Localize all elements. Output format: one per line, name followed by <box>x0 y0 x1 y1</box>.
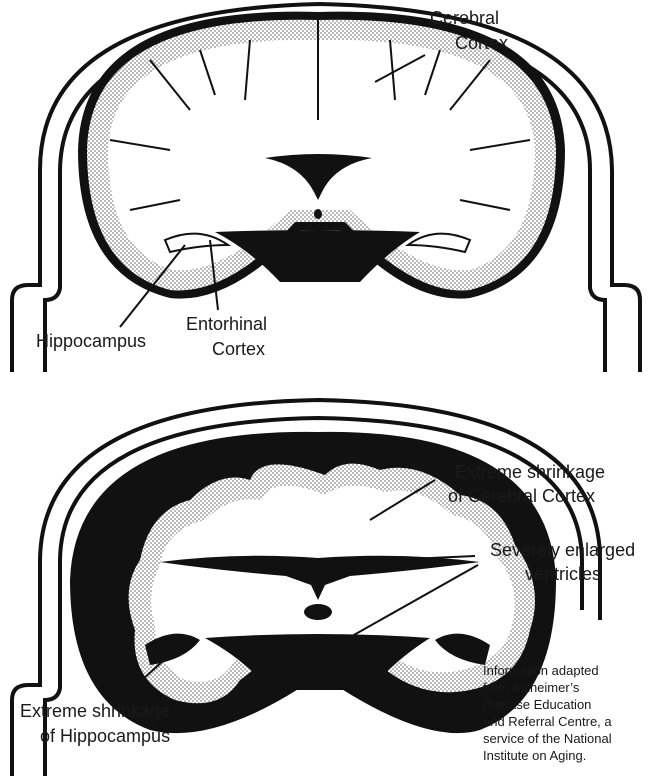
alzheimers-brain-illustration <box>10 397 602 776</box>
brainstem-region-2 <box>205 634 430 690</box>
third-ventricle-2 <box>304 604 332 620</box>
sulci <box>109 14 531 211</box>
shrunken-white-matter <box>151 485 515 682</box>
label-ventricles-line1: Severely enlarged <box>490 540 635 560</box>
label-cerebral-cortex-line2: Cortex <box>455 33 508 53</box>
enlarged-ventricles <box>160 555 480 600</box>
hippocampus-right <box>404 232 472 254</box>
label-hippocampus-shrinkage-line1: Extreme shrinkage <box>20 701 170 721</box>
source-note-line: and Referral Centre, a <box>483 714 612 729</box>
label-entorhinal-line2: Cortex <box>212 339 265 359</box>
source-note-line: from Alzheimer’s <box>483 680 580 695</box>
label-hippocampus: Hippocampus <box>36 331 146 351</box>
label-hippocampus-shrinkage-line2: of Hippocampus <box>40 726 170 746</box>
leader-cortex-shrinkage <box>369 479 436 521</box>
hippocampus-left-shrunk <box>145 633 200 665</box>
label-cortex-shrinkage-line1: Extreme shrinkage <box>455 462 605 482</box>
label-cortex-shrinkage-line2: of Cerebral Cortex <box>448 486 595 506</box>
third-ventricle <box>314 209 322 219</box>
skull-inner-outline-2 <box>43 415 584 776</box>
healthy-brain-illustration <box>10 1 642 372</box>
leader-entorhinal <box>209 239 219 311</box>
source-note-line: Information adapted <box>483 663 599 678</box>
source-note-line: service of the National <box>483 731 612 746</box>
source-note: Information adapted from Alzheimer’s Dis… <box>483 663 612 763</box>
label-ventricles-line2: ventricles <box>525 564 601 584</box>
leader-ventricles-2 <box>344 564 479 641</box>
source-note-line: Institute on Aging. <box>483 748 586 763</box>
head-outline <box>10 1 642 372</box>
leader-ventricles-1 <box>299 555 476 565</box>
lateral-ventricles <box>265 154 372 200</box>
source-note-line: Disease Education <box>483 697 591 712</box>
brainstem-region <box>215 230 420 282</box>
leader-hippocampus <box>119 244 186 328</box>
label-entorhinal-line1: Entorhinal <box>186 314 267 334</box>
leader-cerebral-cortex <box>374 54 426 83</box>
leader-hippocampus-shrinkage <box>119 649 176 701</box>
head-outline-2 <box>10 397 602 776</box>
hippocampus-right-shrunk <box>435 633 490 665</box>
label-cerebral-cortex-line1: Cerebral <box>430 8 499 28</box>
